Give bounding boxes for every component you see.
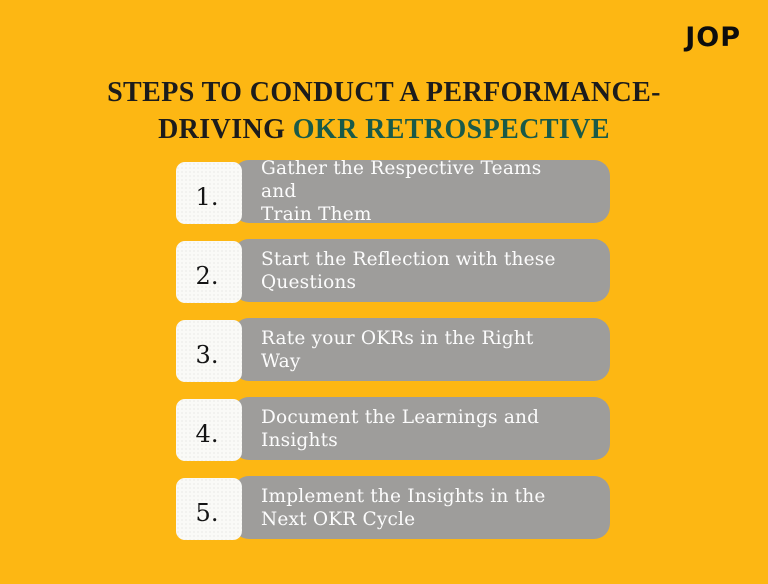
step-text-box: Document the Learnings and Insights <box>233 397 610 460</box>
step-number-box: 5. <box>176 478 242 540</box>
page-title: STEPS TO CONDUCT A PERFORMANCE- DRIVING … <box>0 74 768 148</box>
step-row-3: Rate your OKRs in the Right Way 3. <box>176 318 611 382</box>
jop-logo: JOP <box>685 22 741 53</box>
step-number: 4. <box>195 420 219 448</box>
steps-list: Gather the Respective Teams and Train Th… <box>176 158 611 555</box>
step-row-2: Start the Reflection with these Question… <box>176 239 611 303</box>
step-number: 2. <box>195 262 219 290</box>
step-number: 1. <box>195 183 219 211</box>
step-text-box: Implement the Insights in the Next OKR C… <box>233 476 610 539</box>
step-text: Gather the Respective Teams and Train Th… <box>261 158 542 225</box>
step-number-box: 3. <box>176 320 242 382</box>
step-text-box: Rate your OKRs in the Right Way <box>233 318 610 381</box>
title-line-2: DRIVING OKR RETROSPECTIVE <box>0 111 768 148</box>
step-text-box: Gather the Respective Teams and Train Th… <box>233 158 610 225</box>
step-number-box: 4. <box>176 399 242 461</box>
step-row-4: Document the Learnings and Insights 4. <box>176 397 611 461</box>
step-number: 3. <box>195 341 219 369</box>
step-number-box: 2. <box>176 241 242 303</box>
step-text: Document the Learnings and Insights <box>261 406 540 451</box>
step-text: Implement the Insights in the Next OKR C… <box>261 485 546 530</box>
step-row-5: Implement the Insights in the Next OKR C… <box>176 476 611 540</box>
title-line-1: STEPS TO CONDUCT A PERFORMANCE- <box>107 77 661 108</box>
step-number-box: 1. <box>176 162 242 224</box>
step-number: 5. <box>195 499 219 527</box>
title-line-2-green: OKR RETROSPECTIVE <box>292 114 610 145</box>
step-text: Rate your OKRs in the Right Way <box>261 327 534 372</box>
title-line-2-dark: DRIVING <box>158 114 293 145</box>
step-text: Start the Reflection with these Question… <box>261 248 556 293</box>
step-text-box: Start the Reflection with these Question… <box>233 239 610 302</box>
step-row-1: Gather the Respective Teams and Train Th… <box>176 158 611 225</box>
